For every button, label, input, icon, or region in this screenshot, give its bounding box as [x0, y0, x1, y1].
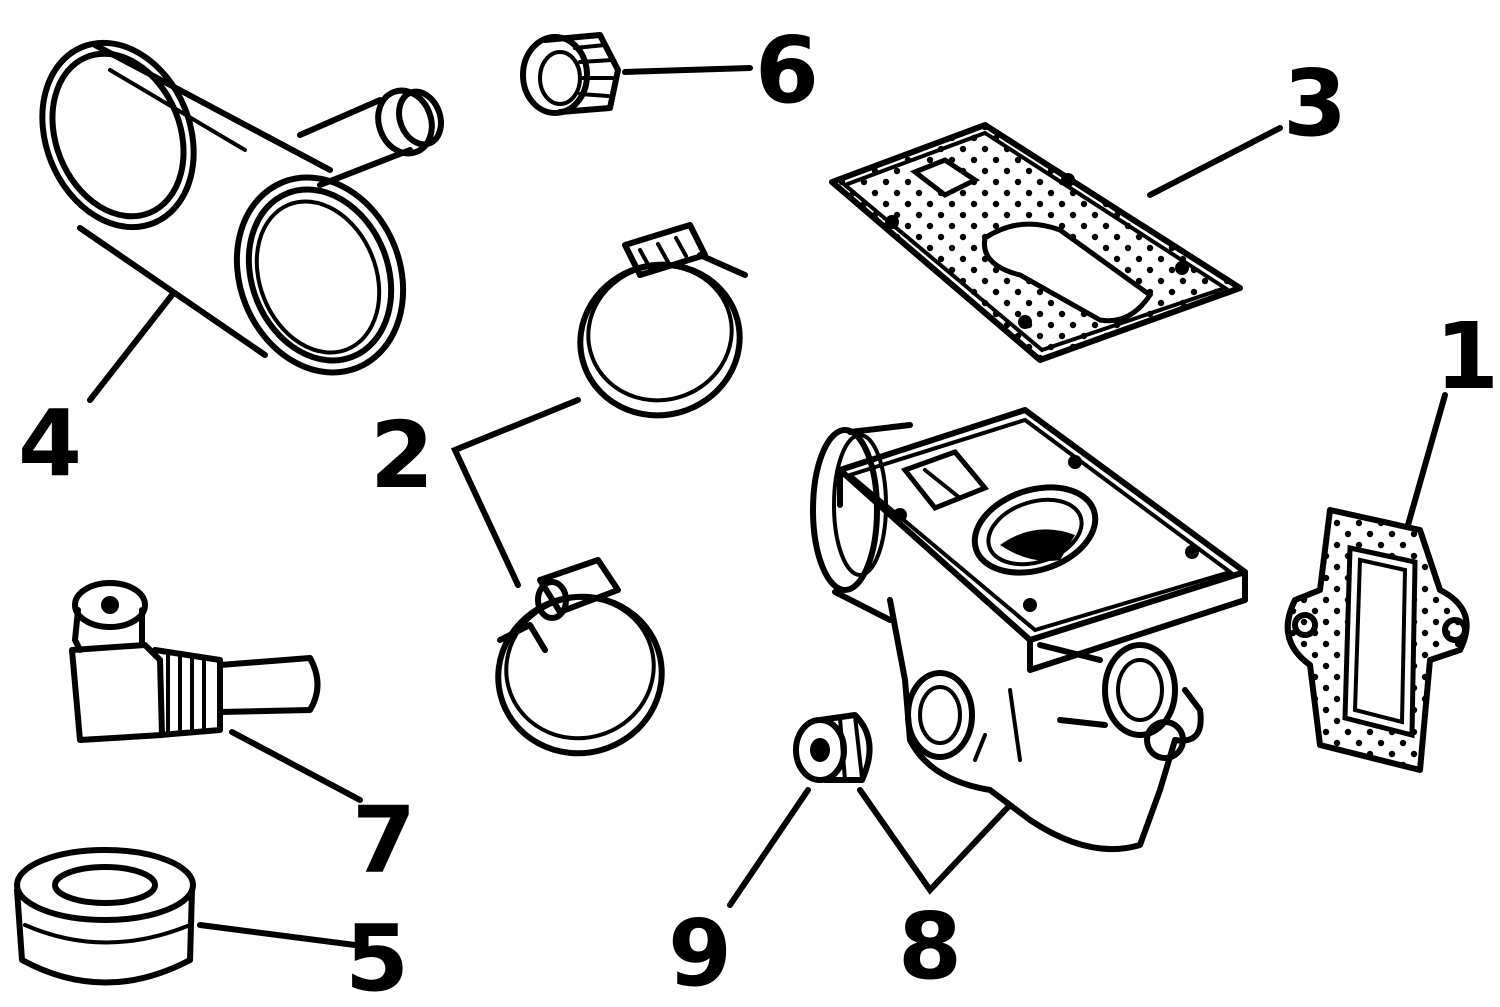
- leader-lines: [87, 65, 1448, 948]
- callout-1: 1: [1435, 303, 1499, 410]
- callout-5: 5: [345, 905, 409, 1007]
- callout-4: 4: [18, 390, 82, 497]
- manifold-housing: [810, 407, 1248, 853]
- pipe-plug: [793, 712, 873, 783]
- small-hose-clamp: [520, 32, 621, 116]
- callout-numbers: 1 2 3 4 5 6 7 8 9: [18, 17, 1499, 1007]
- callout-6: 6: [755, 17, 819, 124]
- callout-2: 2: [370, 402, 434, 509]
- callout-3: 3: [1283, 50, 1347, 157]
- hose-clamp: [495, 222, 748, 757]
- callout-8: 8: [898, 893, 962, 1000]
- callout-7: 7: [352, 787, 416, 894]
- callout-9: 9: [668, 900, 732, 1007]
- rubber-plug: [14, 847, 196, 986]
- gasket-large: [829, 122, 1243, 363]
- air-intake-silencer: [39, 39, 444, 376]
- elbow-fitting: [69, 580, 321, 743]
- gasket-small: [1284, 507, 1470, 773]
